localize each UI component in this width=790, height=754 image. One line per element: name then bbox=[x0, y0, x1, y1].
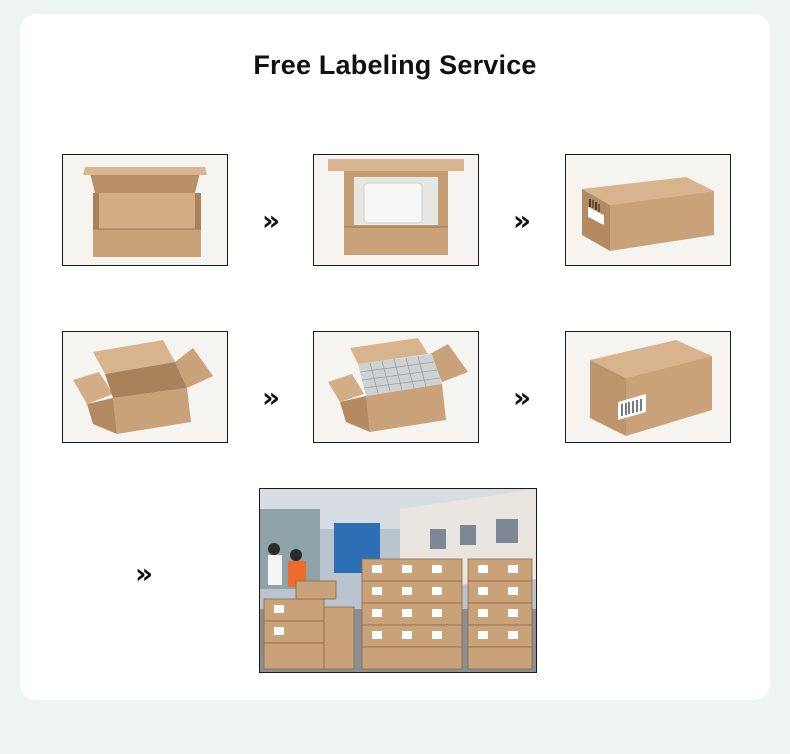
open-carton-icon bbox=[63, 332, 227, 442]
arrow-icon: » bbox=[134, 557, 154, 590]
open-box-icon bbox=[63, 155, 227, 265]
sealed-carton-icon bbox=[566, 332, 730, 442]
page-title: Free Labeling Service bbox=[253, 50, 537, 80]
step-sealed-labeled-carton bbox=[565, 331, 731, 443]
step-packed-product-box bbox=[313, 154, 479, 266]
stacked-cartons-pallet-image bbox=[260, 489, 536, 672]
labeled-box-icon bbox=[566, 155, 730, 265]
arrow-icon: » bbox=[261, 204, 281, 237]
arrow-icon: » bbox=[512, 381, 532, 414]
step-carton-filled-products bbox=[313, 331, 479, 443]
product-box-icon bbox=[314, 155, 478, 265]
step-open-carton bbox=[62, 331, 228, 443]
step-open-empty-box bbox=[62, 154, 228, 266]
warehouse-photo bbox=[259, 488, 537, 673]
arrow-icon: » bbox=[512, 204, 532, 237]
filled-carton-icon bbox=[314, 332, 478, 442]
step-sealed-labeled-box bbox=[565, 154, 731, 266]
arrow-icon: » bbox=[261, 381, 281, 414]
